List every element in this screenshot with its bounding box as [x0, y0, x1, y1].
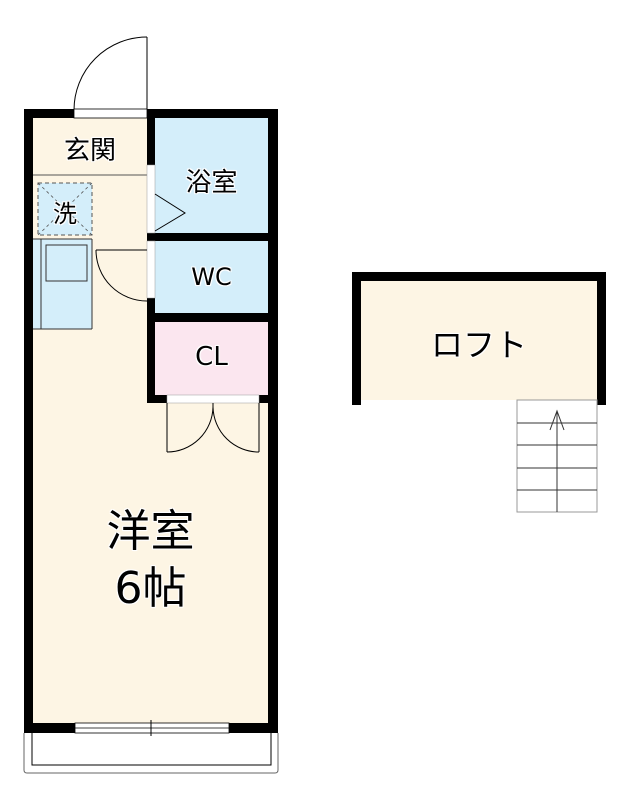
wall-cl-bottom-left: [147, 395, 167, 403]
western-room-size-label: 6帖: [114, 563, 187, 614]
washer-label: 洗: [53, 200, 77, 228]
wall-top-right: [147, 109, 278, 118]
bath-label: 浴室: [185, 168, 238, 198]
bath-floor: [155, 118, 268, 233]
loft-wall-left: [352, 272, 361, 405]
wall-bath-left-upper: [147, 109, 155, 165]
wall-bottom-right: [229, 723, 278, 733]
closet-label: CL: [195, 342, 228, 372]
loft-wall-right: [597, 272, 606, 405]
wall-left: [24, 109, 33, 733]
kitchen-counter: [33, 239, 92, 329]
loft-wall-top: [352, 272, 606, 281]
loft-floor: [361, 281, 597, 400]
closet-floor: [155, 322, 268, 395]
wall-wc-left-lower: [147, 298, 155, 403]
western-room-label: 洋室: [106, 506, 195, 557]
wall-bottom-left: [24, 723, 75, 733]
wc-floor: [155, 241, 268, 313]
wall-top-left: [24, 109, 74, 118]
wall-bath-wc: [147, 233, 278, 241]
wall-right: [268, 109, 278, 733]
wall-wc-cl: [147, 313, 278, 322]
wall-cl-bottom-right: [259, 395, 278, 403]
wc-label: WC: [191, 263, 232, 291]
western-room-floor: [33, 403, 268, 723]
entrance-label: 玄関: [63, 136, 116, 166]
loft-label: ロフト: [430, 326, 527, 364]
